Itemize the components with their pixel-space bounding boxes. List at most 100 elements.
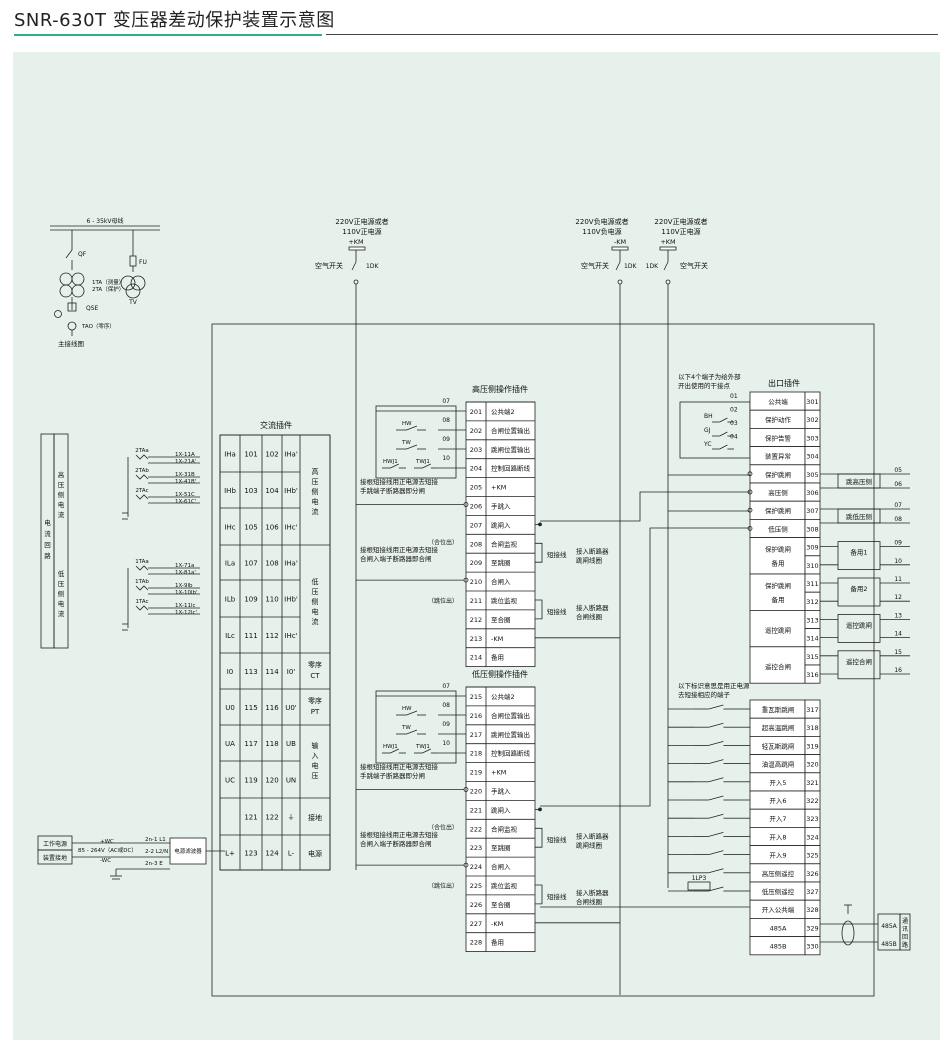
low-term-label: 1X-81a' <box>175 570 196 576</box>
high-short-bracket-1 <box>535 542 543 563</box>
low-op-terminal-label: 合闸入 <box>491 862 511 871</box>
ac-terminal-number: 110 <box>265 596 278 604</box>
trip-high-link <box>540 491 750 522</box>
tv-winding-2 <box>130 275 146 291</box>
title-underline-accent <box>14 34 322 36</box>
output-pin-number: 09 <box>894 540 902 547</box>
contact-blade <box>708 868 724 874</box>
output-pair-cell <box>749 646 806 684</box>
high-op-terminal-number: 203 <box>470 446 482 454</box>
mid-supply-text-1: 220V负电源或者 <box>575 217 628 226</box>
right-switch-label: 空气开关 <box>680 261 708 270</box>
trip-high-pin: 05 <box>894 467 902 474</box>
ct-4 <box>71 284 85 298</box>
external-device-label: 遥控跳闸 <box>846 620 872 629</box>
ac-signal-label: IHa <box>224 451 236 459</box>
qf-label: QF <box>78 251 87 258</box>
high-ct-label: 2TAb <box>135 468 149 474</box>
low-short-label-2: 短接线 <box>547 892 567 901</box>
external-device-box <box>837 650 881 680</box>
ac-terminal-number: 104 <box>265 487 279 495</box>
high-op-terminal-label: +KM <box>491 484 506 492</box>
left-switch-label: 空气开关 <box>315 261 343 270</box>
trip-low-pin: 08 <box>894 516 902 523</box>
ac-group-zero-ct: CT <box>310 672 320 680</box>
ac-signal-label: I0' <box>287 668 296 676</box>
output-input-label: 低压侧遥控 <box>762 887 795 896</box>
high-op-terminal-number: 204 <box>470 465 482 473</box>
neg-label: -WC <box>100 858 111 864</box>
low-hwj-label: HWJ1 <box>383 744 398 750</box>
contact-blade <box>708 759 724 764</box>
high-contact-08: 08 <box>442 417 450 424</box>
high-hwj-label: HWJ1 <box>383 459 398 465</box>
contact-blade <box>406 729 418 735</box>
output-terminal-number: 310 <box>806 562 818 570</box>
output-terminal-number: 317 <box>806 706 818 714</box>
low-note-trip: 手跳端子断路器即分闸 <box>360 771 425 780</box>
current-loop-inner <box>53 433 69 649</box>
yc-relay-label: YC <box>703 441 712 448</box>
ac-signal-label: UA <box>225 740 235 748</box>
low-op-title: 低压侧操作插件 <box>472 669 528 679</box>
ac-signal-label: ILc <box>225 632 235 640</box>
high-op-terminal-label: 合闸位置输出 <box>491 426 530 435</box>
high-to-trip: 跳闸线圈 <box>576 555 602 564</box>
external-device-label: 备用2 <box>850 584 867 593</box>
ta1-label: 1TA（测量） <box>92 278 124 286</box>
ac-signal-label: L- <box>288 850 295 858</box>
low-op-terminal-number: 217 <box>470 731 482 739</box>
output-terminal-number: 313 <box>806 616 818 624</box>
contact-blade <box>708 795 724 801</box>
output-terminal-number: 321 <box>806 779 818 787</box>
high-op-terminal-label: 公共端2 <box>491 407 515 416</box>
external-device-label: 备用1 <box>850 548 867 557</box>
low-tw-label: TW <box>401 725 411 731</box>
ac-terminal-number: 107 <box>244 560 257 568</box>
ac-group-high: 高压侧电流 <box>312 467 319 516</box>
current-loop-label: 电流回路 <box>44 518 51 560</box>
rs485a-label: 485A <box>881 923 897 930</box>
high-ct-coil <box>135 474 149 480</box>
ac-group-zero-ct: 零序 <box>308 660 322 669</box>
high-ct-coil <box>135 494 149 500</box>
output-terminal-number: 308 <box>806 525 818 533</box>
high-hw-label: HW <box>402 421 412 427</box>
high-trip-in-dot <box>538 522 542 527</box>
trip-high-label: 跳高压侧 <box>846 477 872 486</box>
output-input-label: 轻瓦斯跳闸 <box>762 741 795 750</box>
trip-low-link <box>540 527 750 807</box>
high-op-terminal-label: 跳位监视 <box>491 596 518 605</box>
device-boundary <box>211 323 875 997</box>
ac-group-zero-pt: 零序 <box>308 696 322 705</box>
dry-contact-number: 01 <box>730 393 738 400</box>
high-contact-09: 09 <box>442 436 450 443</box>
terminal-1-label: 2n-1 L1 <box>145 837 166 843</box>
right-pos-km: +KM <box>660 238 675 246</box>
comm-loop-label: 通讯回路 <box>902 917 908 949</box>
ac-signal-label: U0 <box>225 704 235 712</box>
contact-blade <box>719 431 728 437</box>
ac-signal-label: UN <box>286 777 296 785</box>
ac-terminal-number: 112 <box>265 632 278 640</box>
output-pin-number: 12 <box>894 594 902 601</box>
high-to-close: 接入断路器 <box>576 603 609 612</box>
ct-2 <box>71 272 85 286</box>
output-terminal-label: 保护动作 <box>765 415 792 424</box>
output-input-label: 超高温跳闸 <box>762 723 795 732</box>
output-terminal-number: 314 <box>806 635 818 643</box>
output-pair-label: 遥控合闸 <box>765 662 791 671</box>
ac-terminal-number: 119 <box>244 777 257 785</box>
high-op-terminal-number: 209 <box>470 559 482 567</box>
low-op-terminal-label: 合闸监视 <box>491 824 518 833</box>
output-terminal-number: 309 <box>806 544 818 552</box>
low-term-label: 1X-11lc <box>175 603 196 609</box>
contact-blade <box>708 777 724 783</box>
tv-winding-3 <box>125 283 141 299</box>
left-switch-terminal <box>353 279 359 285</box>
high-term-label: 1X-41B' <box>175 479 196 485</box>
qse-label: QSE <box>86 305 99 312</box>
high-op-terminal-label: 跳闸位置输出 <box>491 445 530 454</box>
high-note-close: 接根短接线用正电源去短接 <box>360 545 439 554</box>
